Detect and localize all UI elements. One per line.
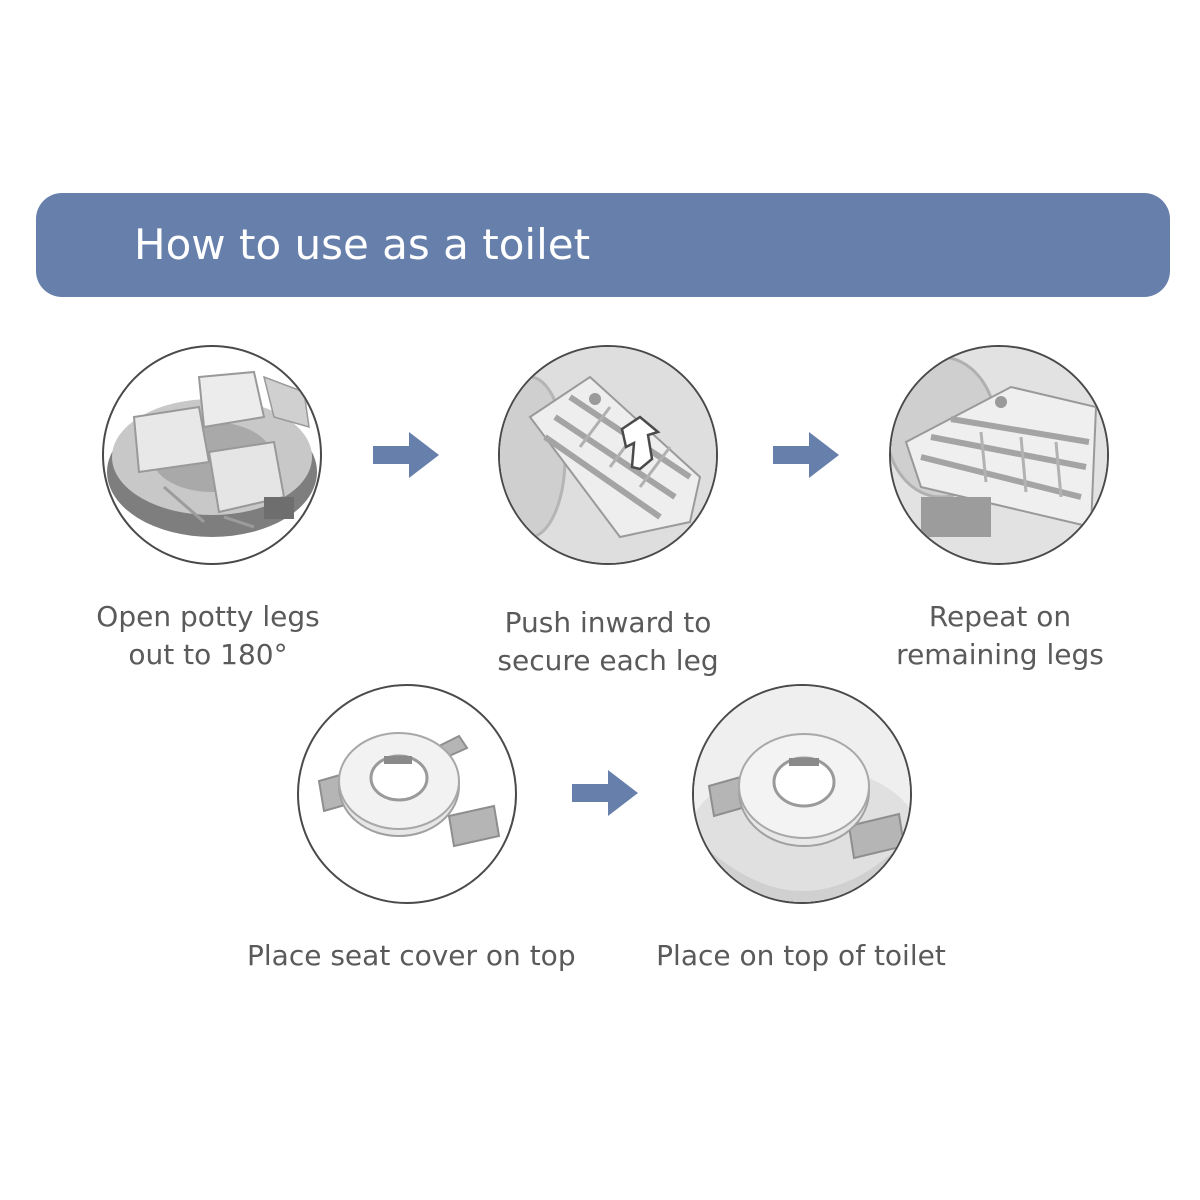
step-2-caption: Push inward to secure each leg	[448, 604, 768, 680]
step-5-caption-line1: Place on top of toilet	[656, 939, 946, 972]
step-1-caption: Open potty legs out to 180°	[48, 598, 368, 674]
step-4-caption: Place seat cover on top	[247, 937, 576, 975]
step-3-caption-line2: remaining legs	[896, 638, 1104, 671]
right-arrow-icon	[373, 432, 439, 478]
step-4-illustration	[297, 684, 517, 904]
step-1-illustration	[102, 345, 322, 565]
step-2-caption-line1: Push inward to	[504, 606, 712, 639]
step-1-caption-line2: out to 180°	[128, 638, 288, 671]
step-3-caption: Repeat on remaining legs	[840, 598, 1160, 674]
step-2-caption-line2: secure each leg	[497, 644, 719, 677]
step-1-caption-line1: Open potty legs	[96, 600, 320, 633]
page-title: How to use as a toilet	[134, 220, 591, 269]
right-arrow-icon	[572, 770, 638, 816]
step-3-caption-line1: Repeat on	[928, 600, 1072, 633]
title-banner: How to use as a toilet	[36, 193, 1170, 297]
step-3-illustration	[889, 345, 1109, 565]
step-5-caption: Place on top of toilet	[641, 937, 961, 975]
step-5-illustration	[692, 684, 912, 904]
right-arrow-icon	[773, 432, 839, 478]
step-2-illustration	[498, 345, 718, 565]
step-4-caption-line1: Place seat cover on top	[247, 939, 576, 972]
